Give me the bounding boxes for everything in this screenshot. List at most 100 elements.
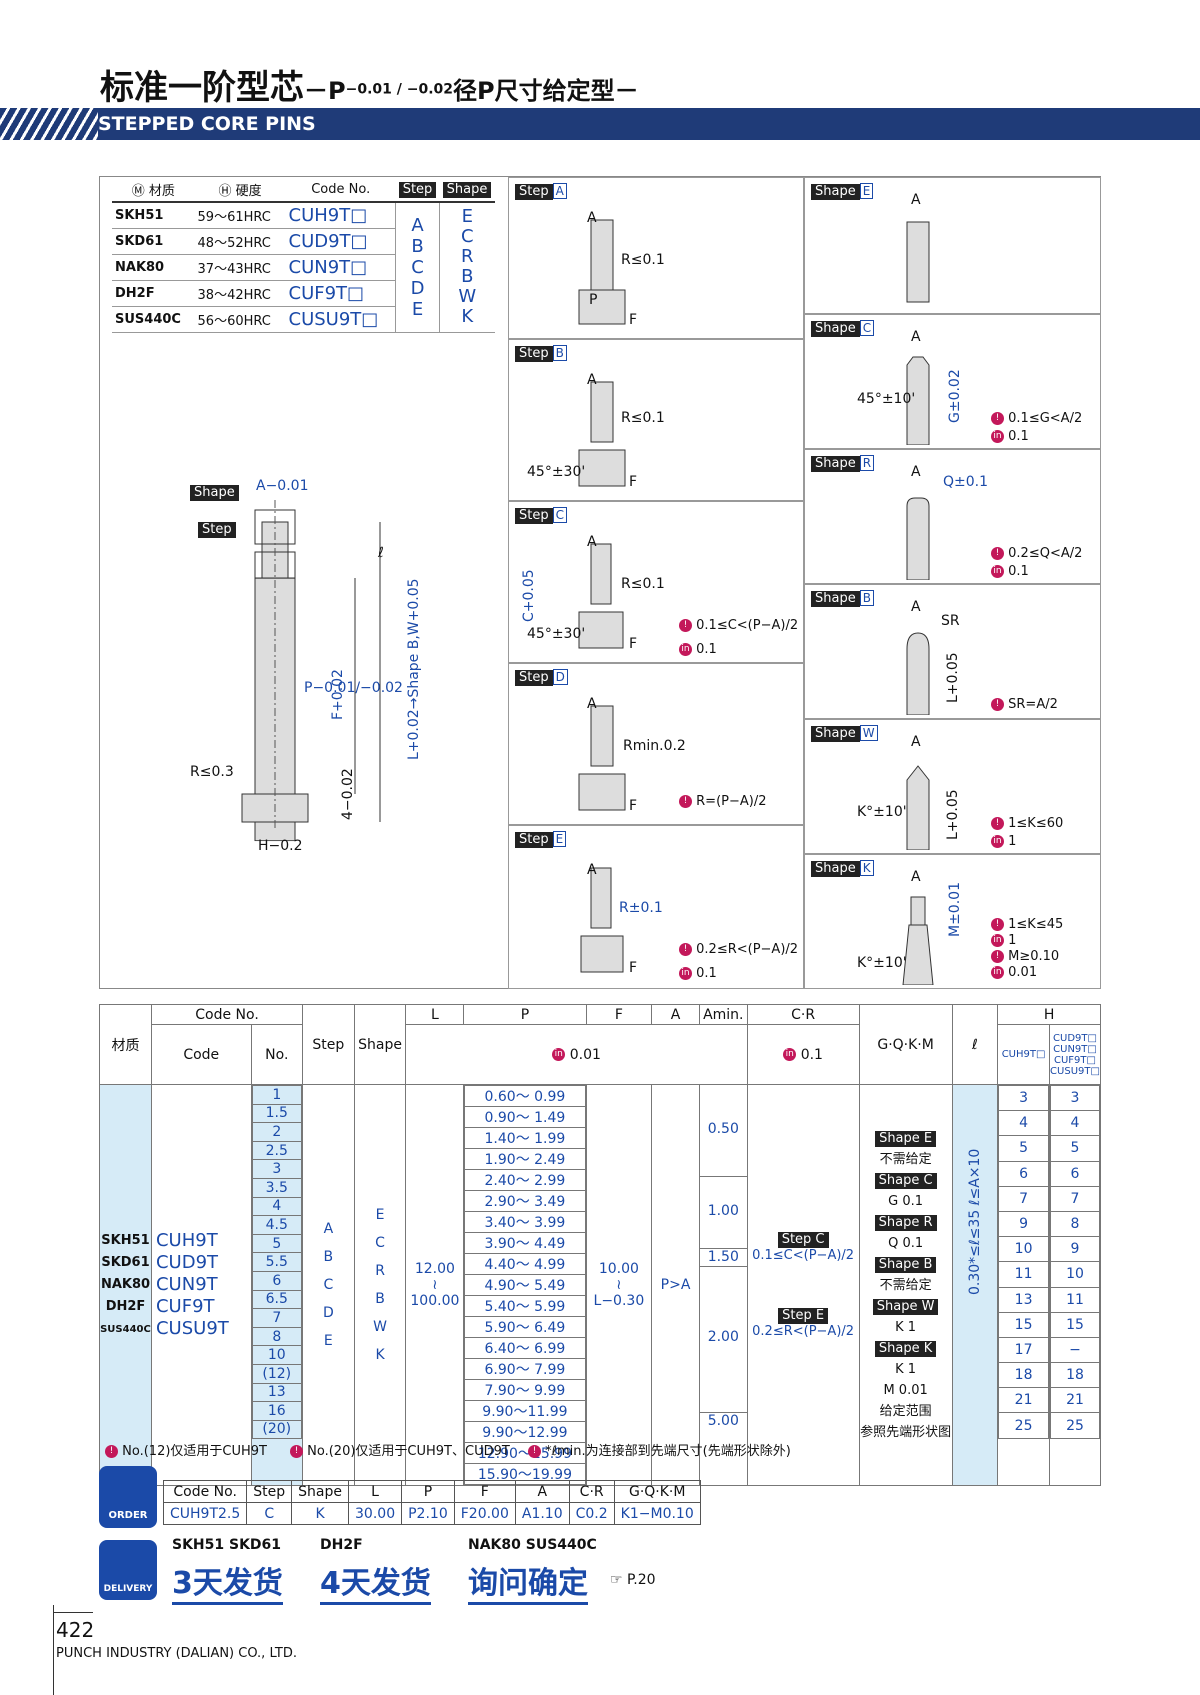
table-cell: 1.40～ 1.99 bbox=[464, 1127, 586, 1149]
main-pin-drawing bbox=[241, 500, 381, 842]
table-cell: 4.40～ 4.99 bbox=[464, 1253, 586, 1275]
table-cell: 3.90～ 4.49 bbox=[464, 1232, 586, 1254]
table-cell: 3 bbox=[998, 1084, 1049, 1112]
order-head: L bbox=[348, 1480, 403, 1503]
table-cell: 5 bbox=[1050, 1135, 1100, 1162]
table-cell: 10 bbox=[998, 1236, 1049, 1263]
table-cell: 6 bbox=[1050, 1160, 1100, 1187]
table-cell: 2 bbox=[251, 1122, 303, 1142]
order-head: A bbox=[514, 1480, 570, 1503]
table-cell: (20) bbox=[251, 1419, 303, 1440]
gqkm-line: 不需给定 bbox=[879, 1151, 932, 1167]
gqkm-line: M 0.01 bbox=[883, 1382, 928, 1398]
table-cell: 3 bbox=[1050, 1084, 1100, 1112]
table-cell: 8 bbox=[1050, 1210, 1100, 1238]
spec-L: 12.00≀100.00 bbox=[405, 1084, 465, 1486]
table-cell: 4 bbox=[1050, 1110, 1100, 1137]
table-cell: 16 bbox=[251, 1401, 303, 1421]
gqkm-line: K 1 bbox=[895, 1319, 917, 1335]
table-cell: 2.40～ 2.99 bbox=[464, 1169, 586, 1191]
table-cell: 18 bbox=[998, 1362, 1049, 1389]
table-cell: 1.90～ 2.49 bbox=[464, 1148, 586, 1170]
table-cell: 1.5 bbox=[251, 1103, 303, 1124]
spec-amin: 0.50 1.00 1.50 2.00 5.00 bbox=[698, 1084, 748, 1486]
table-cell: 9 bbox=[998, 1210, 1049, 1238]
table-cell: 21 bbox=[998, 1387, 1049, 1414]
order-value: C0.2 bbox=[568, 1502, 615, 1525]
note-20: ! No.(20)仅适用于CUH9T、CUD9T bbox=[290, 1440, 510, 1459]
gqkm-line: Shape W bbox=[860, 1296, 952, 1317]
order-head: G·Q·K·M bbox=[613, 1480, 701, 1503]
table-cell: 2.5 bbox=[251, 1140, 303, 1161]
order-value: 30.00 bbox=[348, 1502, 403, 1525]
table-cell: 6.5 bbox=[251, 1289, 303, 1310]
table-cell: 15 bbox=[998, 1311, 1049, 1338]
page-number: 422 bbox=[56, 1618, 95, 1642]
gqkm-line: Shape K bbox=[860, 1338, 952, 1359]
table-cell: 13 bbox=[998, 1286, 1049, 1313]
table-cell: 21 bbox=[1050, 1387, 1100, 1414]
table-cell: 13 bbox=[251, 1382, 303, 1403]
company-name: PUNCH INDUSTRY (DALIAN) CO., LTD. bbox=[56, 1646, 297, 1661]
table-cell: − bbox=[1050, 1336, 1100, 1364]
gqkm-line: 给定范围 bbox=[879, 1403, 932, 1419]
order-head: P bbox=[401, 1480, 455, 1503]
table-cell: 7 bbox=[998, 1185, 1049, 1212]
table-cell: 3.5 bbox=[251, 1177, 303, 1198]
page-ref-link[interactable]: ☞ P.20 bbox=[610, 1572, 656, 1588]
table-cell: 3.40～ 3.99 bbox=[464, 1211, 586, 1233]
table-cell: 5.40～ 5.99 bbox=[464, 1295, 586, 1317]
order-value: K bbox=[291, 1502, 350, 1525]
table-cell: 6.40～ 6.99 bbox=[464, 1337, 586, 1359]
section-band: STEPPED CORE PINS bbox=[0, 108, 1200, 140]
step-callout: Step bbox=[198, 518, 236, 538]
order-value: A1.10 bbox=[514, 1502, 570, 1525]
table-cell: 18 bbox=[1050, 1362, 1100, 1389]
table-cell: 4.90～ 5.49 bbox=[464, 1274, 586, 1296]
order-value: P2.10 bbox=[401, 1502, 455, 1525]
table-cell: 7.90～ 9.99 bbox=[464, 1379, 586, 1401]
table-cell: 9.90～12.99 bbox=[464, 1421, 586, 1443]
table-cell: 0.60～ 0.99 bbox=[464, 1085, 586, 1107]
gqkm-line: Shape C bbox=[860, 1170, 952, 1191]
table-cell: 9.90～11.99 bbox=[464, 1400, 586, 1422]
table-cell: 0.90～ 1.49 bbox=[464, 1106, 586, 1128]
table-cell: 12.90～15.99 bbox=[464, 1442, 586, 1464]
table-cell: 10 bbox=[251, 1345, 303, 1365]
spec-l-range: 0.30*≤ℓ≤35 ℓ≤A×10 bbox=[951, 1084, 999, 1486]
table-cell: 7 bbox=[251, 1308, 303, 1328]
table-cell: 7 bbox=[1050, 1185, 1100, 1212]
gqkm-line: Shape B bbox=[860, 1254, 952, 1275]
order-value: C bbox=[246, 1502, 293, 1525]
order-value: CUH9T2.5 bbox=[162, 1502, 248, 1525]
table-cell: 25 bbox=[998, 1412, 1049, 1439]
table-cell: 10 bbox=[1050, 1261, 1100, 1288]
table-cell: 15 bbox=[1050, 1311, 1100, 1338]
table-cell: 6 bbox=[998, 1160, 1049, 1187]
shape-callout: Shape bbox=[190, 481, 239, 501]
spec-F: 10.00≀L−0.30 bbox=[585, 1084, 653, 1486]
